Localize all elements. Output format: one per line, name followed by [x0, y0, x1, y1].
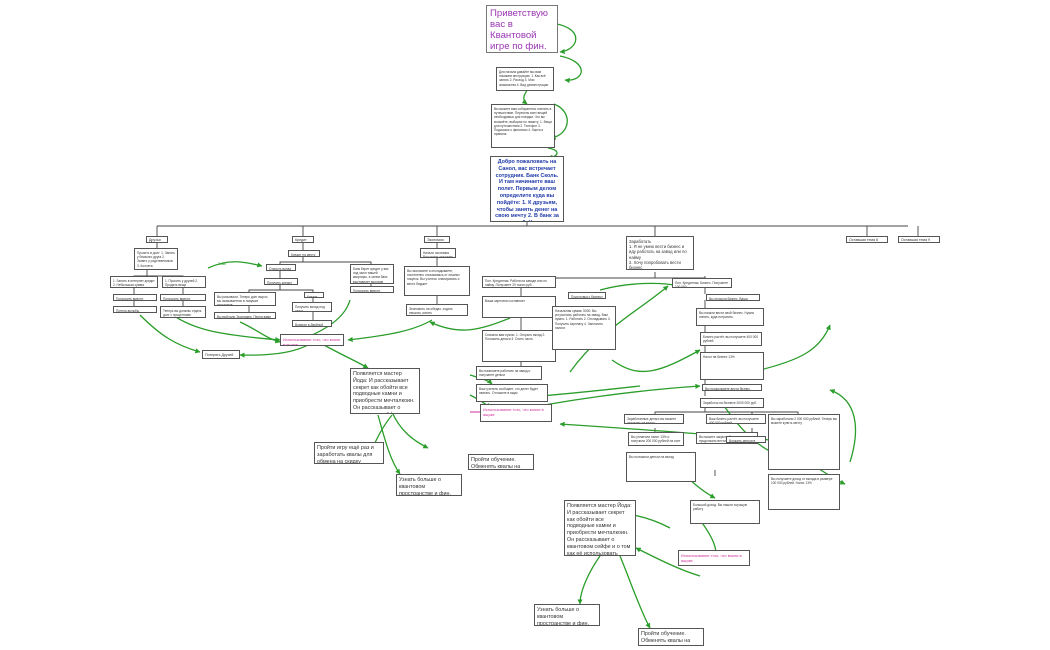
business-goodjob-node[interactable]: Большой доход. Вы нашли хорошую работу	[690, 500, 760, 524]
credit-get-node[interactable]: Получить кредит на мечту	[264, 278, 298, 285]
use-money-3[interactable]: Использование того, что взяли в ящике	[678, 550, 750, 566]
master-yoda-1[interactable]: Появляется мастер Йода: И рассказывает с…	[350, 368, 420, 414]
instructions-node[interactable]: Для начала давайте мы вам покажем инстру…	[496, 67, 554, 91]
economy-start-node[interactable]: Начало экономии. Ваш план: отложить	[420, 248, 456, 258]
credit-return-node[interactable]: Возврат в Двойной банк	[292, 320, 332, 327]
learn-more-2[interactable]: Узнать больше о квантовом пространстве и…	[534, 604, 600, 626]
use-money-2[interactable]: Использование того, что взяли в ящике	[480, 404, 552, 422]
lose-friends-node[interactable]: Потерять Друзей	[202, 350, 240, 359]
friends-option-a[interactable]: 1. Занять в интернет-кредит 2. Небольшая…	[110, 276, 158, 288]
business-invest-node[interactable]: Вложить деньги в развитие бизнеса: 12 00…	[726, 436, 766, 443]
business-start-node[interactable]: Вы начали вести свой бизнес. Нужно понят…	[696, 308, 764, 326]
earn-factory-node[interactable]: Пол. Кредитная. Работа на заводе или по …	[482, 276, 556, 288]
loan-label: Займ	[218, 262, 226, 266]
branch-friends[interactable]: Друзья	[146, 236, 168, 243]
business-profit-node[interactable]: Заработок на бизнесе 2000 000 руб.	[700, 398, 764, 408]
credit-collateral-node[interactable]: Получить вклад под залог	[292, 302, 332, 312]
use-money-1[interactable]: Использование того, что взяли в ящике	[280, 334, 344, 346]
packing-node[interactable]: Вы можете вам собираетесь поехать в путе…	[491, 104, 555, 148]
branch-earn[interactable]: Заработать 1. Я не умею вести бизнес и и…	[626, 236, 694, 270]
business-node[interactable]: Пол. Кредитная. Бизнес. Получаете 100 00…	[672, 278, 732, 288]
business-grow-node[interactable]: Бизнес растёт, вы получаете 400 000 рубл…	[700, 332, 762, 346]
credit-ask-node[interactable]: Попросить вместе. Подруга	[350, 286, 394, 293]
economy-plan-node[interactable]: Вы экономите и откладываете, постепенно …	[404, 266, 470, 296]
credit-deposit-node[interactable]: Открыть вклад или продать вещи	[266, 264, 296, 271]
business-save-node[interactable]: Заработанные деньги вы можете отложить н…	[624, 414, 684, 424]
pass-training-2[interactable]: Пройти обучение. Обменять квалы на скидк…	[638, 628, 704, 646]
credit-bank-node[interactable]: Банк берет кредит у вас под залог вашей …	[350, 264, 394, 284]
credit-trap-node[interactable]: Вы выбрали Экономию. Перед вами склад ве…	[214, 312, 276, 319]
credit-plain-node[interactable]: Кредит	[304, 292, 324, 298]
friends-lost[interactable]: Потеря дружбы. Испортили	[113, 306, 157, 313]
credit-dream-node[interactable]: Кредит на мечту	[288, 250, 320, 257]
business-continue-node[interactable]: Вы продолжаете вести бизнес. Ваша прибыл…	[702, 384, 762, 391]
business-taxpaid-node[interactable]: Вы уплатили налог 13% и получили 200 000…	[628, 432, 684, 446]
title-node[interactable]: Приветствую вас в Квантовой игре по фин.…	[486, 5, 558, 53]
earn-deposit-node[interactable]: Начальная сумма: 5000. Вы устроились раб…	[552, 306, 616, 350]
master-yoda-2[interactable]: Появляется мастер Йода: И рассказывает с…	[564, 500, 636, 556]
friends-ask-friend-a[interactable]: Попросить вместе. Подруга	[113, 294, 157, 301]
start-node[interactable]: Добро пожаловать на Санол, вас встречает…	[490, 156, 564, 222]
earn-salary-node[interactable]: Ваша зарплата составляет	[482, 296, 556, 318]
business-expenses-node[interactable]: Вы открыли бизнес. Ваши расходы: аренда,…	[706, 294, 760, 301]
business-bigincome-node[interactable]: Вы заработали 2 000 000 рублей. Теперь в…	[768, 414, 840, 470]
earn-begin-node[interactable]: Вы начинаете работать на завод и получае…	[476, 366, 542, 380]
play-again-node[interactable]: Пройти игру ещё раз и заработать квалы д…	[314, 442, 384, 464]
learn-more-1[interactable]: Узнать больше о квантовом пространстве и…	[396, 474, 462, 496]
branch-credit[interactable]: Кредит	[292, 236, 314, 243]
branch-remain-9[interactable]: Оставшая тема 9	[898, 236, 940, 243]
friends-ask-node[interactable]: Просить в долг: 1. Занять у близкого дру…	[134, 248, 178, 270]
business-depositincome-node[interactable]: Вы получаете доход от вклада в размере 1…	[768, 474, 840, 510]
earn-prep-node[interactable]: Подготовка к бизнесу	[568, 292, 606, 299]
economy-save-node[interactable]: Экономить на обедах, ходить пешком, копи…	[406, 304, 468, 316]
earn-work-node[interactable]: Сначала вам нужно: 1. Открыть вклад 2. П…	[482, 330, 556, 362]
branch-remain-8[interactable]: Оставшая тема 8	[846, 236, 888, 243]
business-income-node[interactable]: Ваш бизнес растёт, вы получаете 400 000 …	[706, 414, 766, 424]
branch-economy[interactable]: Экономия	[424, 236, 450, 243]
friends-ask-friend-b[interactable]: Попросить вместе. Подруга	[160, 294, 206, 301]
credit-risk-node[interactable]: Вы рисковали. Теперь долг вырос, вы оказ…	[214, 292, 276, 306]
business-tax-node[interactable]: Налог на бизнес 13%	[700, 352, 764, 380]
friends-option-b[interactable]: 1. Просить у друзей 2. Продать вещи	[162, 276, 206, 288]
pass-training-1[interactable]: Пройти обучение. Обменять квалы на скидк…	[468, 454, 534, 470]
friends-repay[interactable]: Теперь вы должны отдать долг с процентам…	[160, 306, 206, 318]
business-deposit-placed-node[interactable]: Вы положили деньги на вклад	[626, 452, 696, 482]
earn-teacher-node[interactable]: Ваш учитель сообщает, что денег будет хв…	[476, 384, 548, 402]
